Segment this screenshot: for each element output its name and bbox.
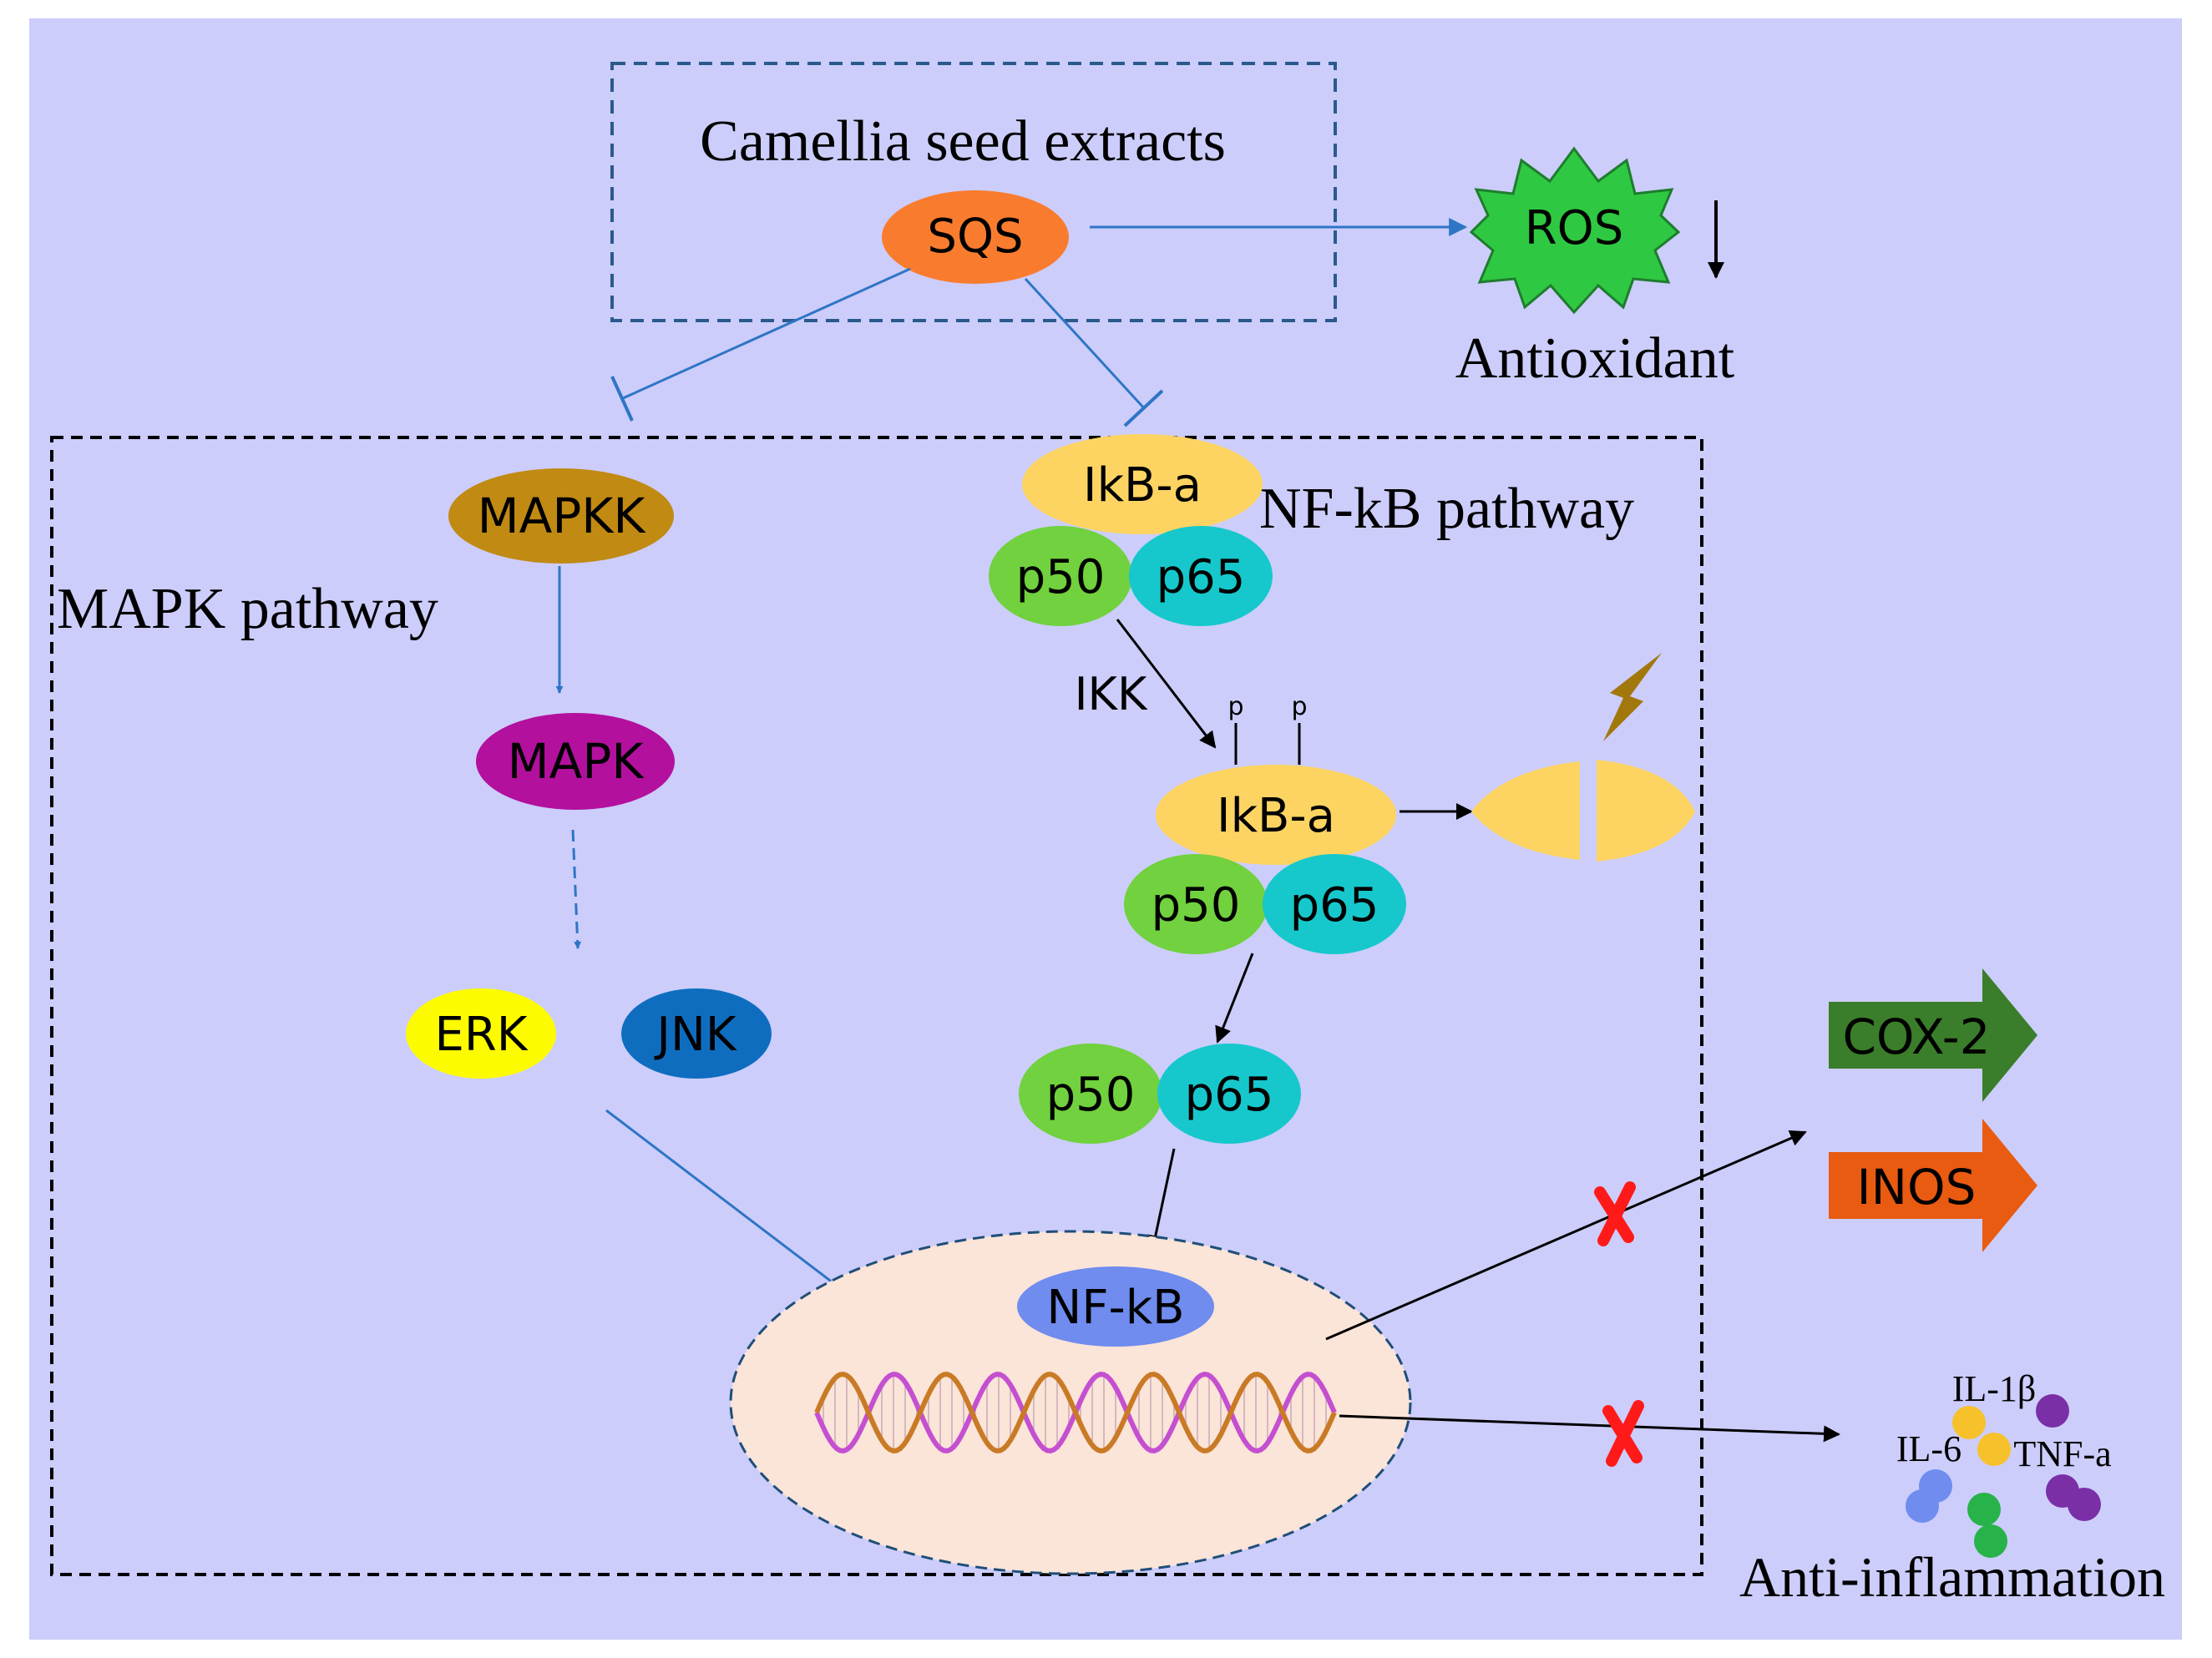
red-x-icon <box>1594 1181 1636 1246</box>
sqs-inhibit-mapk-bar <box>610 376 634 422</box>
mapkk-label: MAPKK <box>478 488 647 544</box>
extract-label: Camellia seed extracts <box>700 109 1226 174</box>
ikk-arrow <box>1116 619 1217 749</box>
p65-mid-node <box>1263 854 1406 954</box>
sqs-inhibit-nfkb-bar <box>1123 389 1164 427</box>
nfkb-label: NF-kB <box>1046 1281 1184 1335</box>
jnk-node <box>621 988 772 1079</box>
extract-box <box>610 62 1337 322</box>
translocation-arrow <box>1146 1148 1176 1252</box>
dna-helix-icon <box>814 1372 1337 1453</box>
lightning-icon <box>1603 653 1662 741</box>
jnk-label: JNK <box>654 1008 736 1062</box>
p50-top-node <box>989 526 1132 626</box>
p50-mid-label: p50 <box>1152 878 1241 933</box>
sqs-inhibit-nfkb-line <box>1024 277 1146 411</box>
anti-inflammation-label: Anti-inflammation <box>1739 1545 2165 1609</box>
p65-mid-label: p65 <box>1290 878 1379 933</box>
phospho-label-1: p <box>1227 692 1243 721</box>
ikb-mid-node <box>1156 765 1396 865</box>
erk-label: ERK <box>434 1008 528 1062</box>
p50-top-label: p50 <box>1016 550 1106 604</box>
p65-low-node <box>1157 1044 1301 1144</box>
cytokine-molecules-icon <box>1906 1394 2101 1558</box>
inos-arrow <box>1829 1119 2037 1252</box>
antioxidant-label: Antioxidant <box>1455 326 1735 391</box>
mapk-to-erk-arrow <box>571 829 582 949</box>
mapk-label: MAPK <box>508 733 645 790</box>
cell-box <box>50 436 1703 1576</box>
nfkb-node <box>1017 1266 1214 1347</box>
erk-node <box>406 988 556 1079</box>
p65-low-label: p65 <box>1185 1068 1274 1122</box>
sqs-inhibit-mapk-line <box>622 267 911 400</box>
complex-release-arrow <box>1215 953 1254 1044</box>
degraded-ikb-right <box>1597 760 1695 862</box>
sqs-node <box>882 190 1069 284</box>
ikb-mid-label: IkB-a <box>1217 789 1335 843</box>
inos-label: INOS <box>1857 1159 1977 1216</box>
p50-mid-node <box>1124 854 1268 954</box>
p65-top-label: p65 <box>1157 550 1246 604</box>
p50-low-label: p50 <box>1046 1068 1136 1122</box>
ros-burst-icon <box>1469 146 1681 315</box>
p50-low-node <box>1019 1044 1162 1144</box>
ikb-top-node <box>1022 434 1263 534</box>
il1b-label: IL-1β <box>1952 1368 2037 1409</box>
nfkb-pathway-label: NF-kB pathway <box>1259 477 1634 541</box>
phospho-label-2: p <box>1291 692 1307 721</box>
nucleus-to-enzymes-arrow <box>1325 1130 1807 1341</box>
ikb-top-label: IkB-a <box>1083 458 1202 513</box>
il6-label: IL-6 <box>1896 1428 1961 1469</box>
tnfa-label: TNF-a <box>2013 1433 2111 1474</box>
cox2-arrow <box>1829 968 2037 1102</box>
p65-top-node <box>1129 526 1273 626</box>
ros-label: ROS <box>1525 201 1624 255</box>
mapk-node <box>476 713 675 810</box>
cox2-label: COX-2 <box>1842 1008 1990 1065</box>
mapkk-node <box>448 468 674 564</box>
mapk-pathway-label: MAPK pathway <box>57 577 438 641</box>
ikk-label: IKK <box>1075 668 1148 720</box>
red-x-icon-2 <box>1602 1400 1644 1467</box>
sqs-label: SQS <box>927 210 1023 264</box>
mapk-to-nucleus-arrow <box>605 1109 866 1308</box>
degraded-ikb-left <box>1471 761 1580 860</box>
nucleus-to-cytokines-arrow <box>1339 1414 1840 1443</box>
